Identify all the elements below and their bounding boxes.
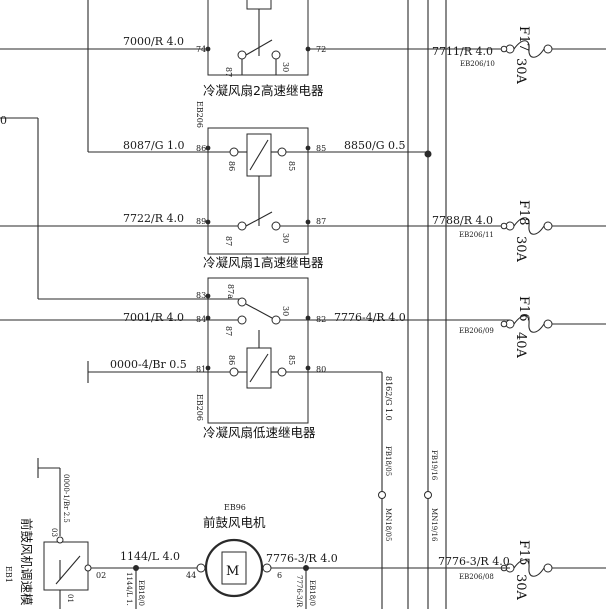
fuse-f16: F16 40A	[500, 296, 606, 359]
svg-text:FB19/16: FB19/16	[430, 450, 438, 481]
wire-7788-label: 7788/R 4.0	[432, 214, 493, 227]
svg-text:1144/L 1.: 1144/L 1.	[125, 572, 133, 606]
svg-text:MN19/16: MN19/16	[430, 508, 438, 542]
junction-8850	[424, 150, 432, 158]
svg-text:F17: F17	[516, 26, 531, 52]
speed-module-box	[43, 541, 89, 591]
wire-7776-4-label: 7776-4/R 4.0	[334, 311, 406, 324]
svg-text:89: 89	[196, 217, 206, 226]
blower-motor-title: 前鼓风电机	[203, 515, 266, 530]
relay-low-title: 冷凝风扇低速继电器	[203, 425, 316, 440]
wire-0000-4-label: 0000-4/Br 0.5	[110, 358, 187, 371]
wire-8162-label: 8162/G 1.0	[384, 376, 393, 421]
connector-eb206-08: EB206/08	[459, 573, 494, 581]
svg-text:44: 44	[186, 571, 196, 580]
svg-text:87: 87	[316, 217, 326, 226]
relay-fan2-switch	[245, 39, 273, 56]
relay-fan2-box	[207, 0, 309, 76]
wire-8850-label: 8850/G 0.5	[344, 139, 405, 152]
motor-symbol: M	[226, 564, 239, 579]
wire-7000-label: 7000/R 4.0	[123, 35, 184, 48]
svg-text:85: 85	[287, 355, 296, 365]
svg-text:80: 80	[316, 365, 326, 374]
svg-text:40A: 40A	[513, 332, 528, 359]
svg-text:30: 30	[281, 233, 290, 243]
relay-fan1-title: 冷凝风扇1高速继电器	[203, 255, 324, 270]
svg-text:6: 6	[277, 571, 282, 580]
svg-text:83: 83	[196, 291, 206, 300]
connector-pin-fb18	[378, 491, 386, 499]
connector-eb206-10: EB206/10	[460, 60, 495, 68]
svg-text:87: 87	[224, 326, 233, 336]
svg-text:EB18/0: EB18/0	[308, 580, 316, 606]
wire-7776-3-right-label: 7776-3/R 4.0	[438, 555, 510, 568]
relay-fan2-title: 冷凝风扇2高速继电器	[203, 83, 324, 98]
svg-text:7776-3/R: 7776-3/R	[295, 575, 303, 608]
relay-fan-low: 83 87a 87 30 84 82 86 85 81 80 EB206 冷凝风…	[38, 277, 382, 440]
speed-module-title: 前鼓风机调速模	[19, 518, 34, 606]
wire-7711-label: 7711/R 4.0	[432, 45, 493, 58]
relay-fan2-contact-30	[271, 50, 281, 60]
wire-8087-label: 8087/G 1.0	[123, 139, 184, 152]
wire-7722-label: 7722/R 4.0	[123, 212, 184, 225]
svg-text:EB1: EB1	[4, 566, 13, 583]
connector-eb206-09: EB206/09	[459, 327, 494, 335]
fuse-f17: F17 30A	[500, 26, 606, 85]
relay-fan1-high: EB206 86 85 86 85 87 30 89 87 冷凝风扇1高速继电器	[195, 101, 326, 270]
svg-text:87: 87	[224, 67, 233, 77]
svg-text:01: 01	[66, 594, 74, 603]
connector-pin-fb19	[424, 491, 432, 499]
relay-fan2-contact-87	[237, 50, 247, 60]
svg-text:03: 03	[50, 528, 58, 537]
svg-text:86: 86	[196, 144, 206, 153]
svg-text:EB206: EB206	[195, 101, 204, 128]
svg-text:30A: 30A	[513, 58, 528, 85]
svg-text:85: 85	[316, 144, 326, 153]
relay-fan2-coil	[246, 0, 272, 10]
svg-text:85: 85	[287, 161, 296, 171]
blower-motor: EB96 前鼓风电机 M 44 6	[186, 503, 282, 598]
svg-text:87: 87	[224, 236, 233, 246]
svg-text:02: 02	[96, 571, 106, 580]
svg-text:MN18/05: MN18/05	[384, 508, 392, 541]
left-stub-label: 0	[0, 114, 7, 127]
svg-text:EB18/0: EB18/0	[137, 580, 145, 606]
svg-text:30: 30	[281, 62, 290, 72]
blower-speed-module: 0000-1/Br 2.5 03 02 01 前鼓风机调速模 EB1	[4, 458, 106, 609]
svg-text:81: 81	[196, 365, 206, 374]
svg-text:F18: F18	[516, 200, 531, 226]
fuse-f18: F18 30A	[500, 200, 606, 263]
fuse-f15: F15 30A	[500, 540, 606, 601]
wire-7776-3-label: 7776-3/R 4.0	[266, 552, 338, 565]
svg-text:EB96: EB96	[224, 503, 246, 512]
svg-text:FB18/05: FB18/05	[384, 446, 392, 476]
relay-fan2-high: 87 30 74 72 冷凝风扇2高速继电器	[196, 0, 326, 98]
wire-0000-1-label: 0000-1/Br 2.5	[62, 474, 70, 523]
svg-text:F16: F16	[516, 296, 531, 322]
svg-text:86: 86	[227, 161, 236, 171]
svg-text:F15: F15	[516, 540, 531, 566]
svg-text:EB206: EB206	[195, 394, 204, 421]
svg-text:30: 30	[281, 306, 290, 316]
connector-eb206-11: EB206/11	[459, 231, 494, 239]
wire-1144-label: 1144/L 4.0	[120, 550, 180, 563]
svg-text:30A: 30A	[513, 236, 528, 263]
svg-text:30A: 30A	[513, 574, 528, 601]
svg-text:87a: 87a	[226, 284, 235, 299]
wire-7001-label: 7001/R 4.0	[123, 311, 184, 324]
svg-text:86: 86	[227, 355, 236, 365]
